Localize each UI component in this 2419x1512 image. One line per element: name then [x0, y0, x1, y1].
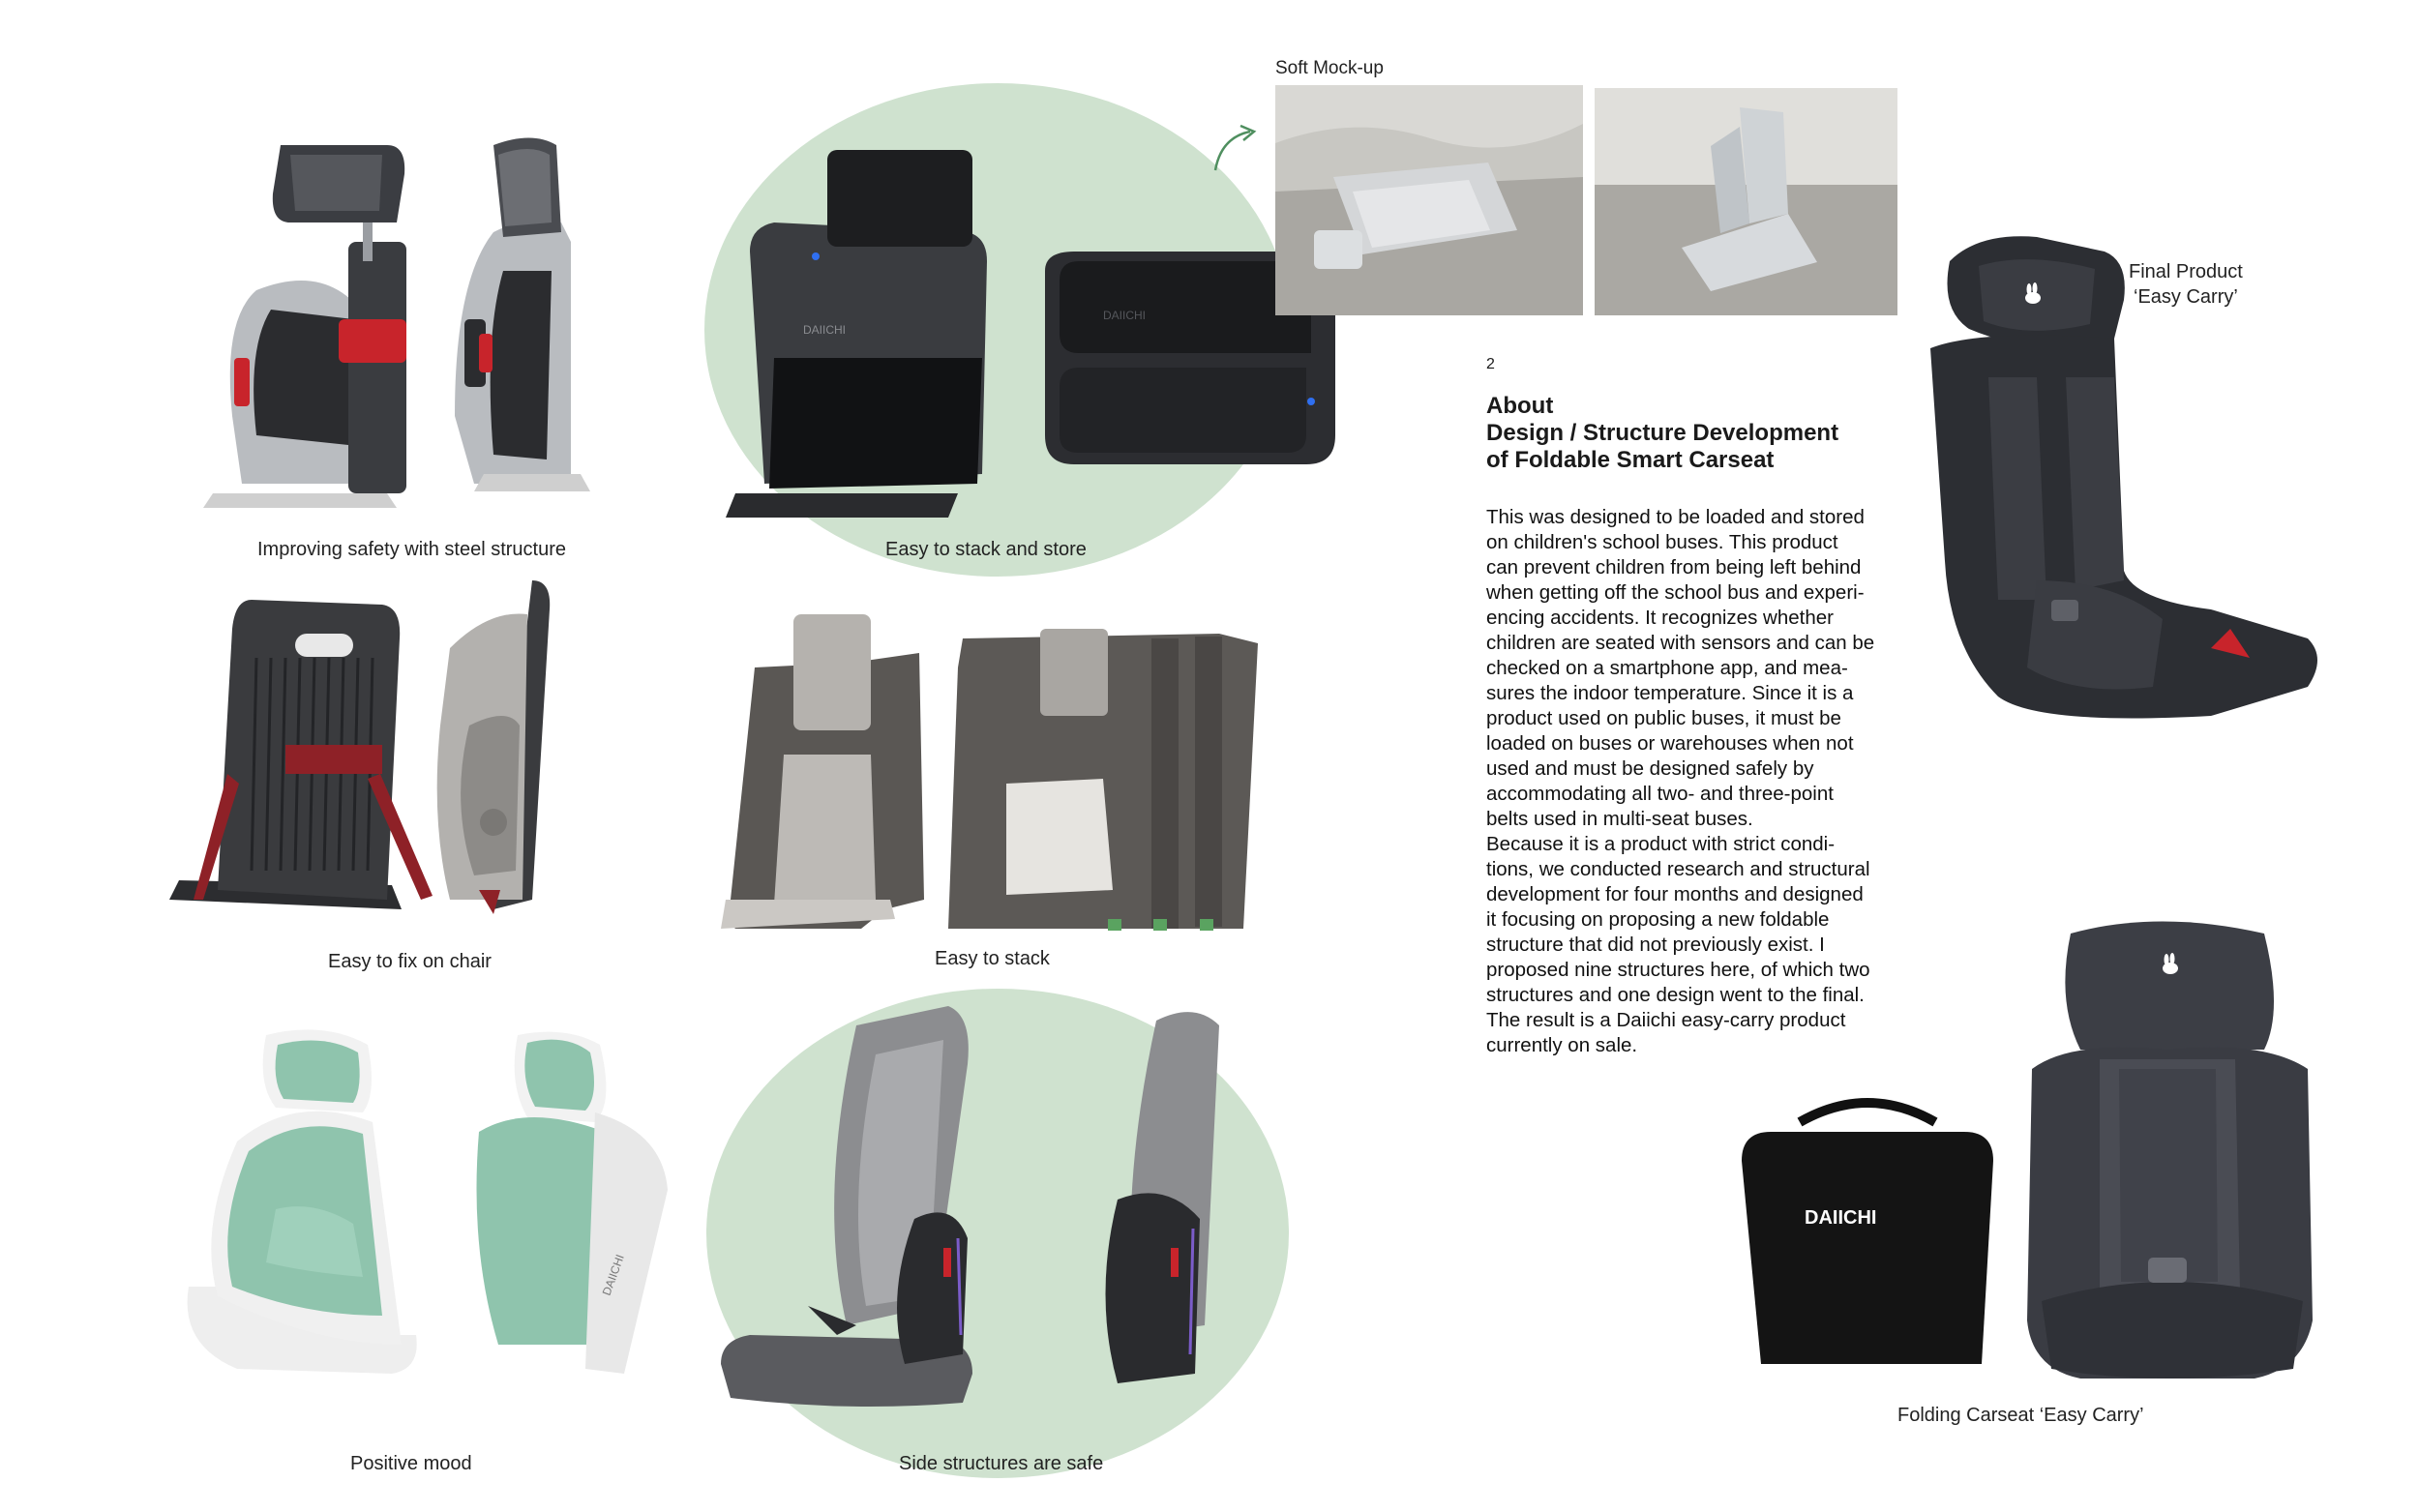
caption-mood: Positive mood: [350, 1453, 472, 1474]
caption-steel: Improving safety with steel structure: [257, 539, 567, 560]
caption-side: Side structures are safe: [899, 1453, 1104, 1474]
bunny-logo-icon: [2020, 282, 2046, 308]
caption-final-product-line-1: Final Product: [2129, 261, 2243, 282]
body-line: development for four months and designed: [1486, 883, 1864, 905]
body-line: product used on public buses, it must be: [1486, 707, 1841, 729]
body-line: belts used in multi-seat buses.: [1486, 808, 1753, 830]
body-line: The result is a Daiichi easy-carry produ…: [1486, 1009, 1846, 1031]
body-line: currently on sale.: [1486, 1034, 1638, 1056]
caption-final-product-line-2: ‘Easy Carry’: [2134, 286, 2238, 308]
heading-line: Design / Structure Development: [1486, 420, 1839, 446]
body-line: proposed nine structures here, of which …: [1486, 959, 1870, 981]
bunny-logo-icon: [2158, 953, 2183, 978]
body-line: encing accidents. It recognizes whether: [1486, 607, 1834, 629]
body-line: on children's school buses. This product: [1486, 531, 1838, 553]
render-positive-mood: DAIICHI: [160, 1025, 692, 1383]
render-steel-seats: [164, 126, 668, 532]
caption-fix-chair: Easy to fix on chair: [328, 951, 492, 972]
heading-line: About: [1486, 393, 1554, 419]
brand-mark: DAIICHI: [1103, 309, 1146, 322]
body-line: checked on a smartphone app, and mea-: [1486, 657, 1848, 679]
render-side-structures: [711, 1006, 1253, 1432]
body-line: used and must be designed safely by: [1486, 757, 1814, 780]
render-easy-stack: [716, 609, 1258, 948]
caption-mockup: Soft Mock-up: [1275, 58, 1384, 78]
curved-arrow-icon: [1211, 124, 1260, 174]
page-number: 2: [1486, 356, 1495, 372]
caption-stack: Easy to stack: [935, 948, 1050, 969]
body-line: This was designed to be loaded and store…: [1486, 506, 1865, 528]
body-line: when getting off the school bus and expe…: [1486, 581, 1865, 604]
article-body: This was designed to be loaded and store…: [1486, 505, 1941, 1058]
article-heading: About Design / Structure Development of …: [1486, 393, 1838, 474]
render-stack-store-seats: DAIICHI DAIICHI: [706, 145, 1345, 532]
render-fix-on-chair: [160, 580, 643, 948]
bag-brand-mark: DAIICHI: [1805, 1207, 1876, 1229]
body-line: Because it is a product with strict cond…: [1486, 833, 1836, 855]
body-line: structure that did not previously exist.…: [1486, 934, 1825, 956]
caption-folding: Folding Carseat ‘Easy Carry’: [1897, 1405, 2144, 1426]
body-line: structures and one design went to the fi…: [1486, 984, 1865, 1006]
body-line: children are seated with sensors and can…: [1486, 632, 1875, 654]
body-line: sures the indoor temperature. Since it i…: [1486, 682, 1854, 704]
body-line: loaded on buses or warehouses when not: [1486, 732, 1854, 755]
body-line: accommodating all two- and three-point: [1486, 783, 1834, 805]
heading-line: of Foldable Smart Carseat: [1486, 447, 1775, 473]
body-line: it focusing on proposing a new foldable: [1486, 908, 1830, 931]
mockup-photo-folded: [1275, 85, 1583, 315]
mockup-photo-unfolded: [1595, 88, 1897, 315]
photo-carry-bag: DAIICHI: [1732, 1093, 2003, 1374]
body-line: tions, we conducted research and structu…: [1486, 858, 1870, 880]
photo-folding-carseat: [2013, 914, 2332, 1393]
photo-final-product: [1921, 232, 2327, 745]
brand-mark: DAIICHI: [803, 323, 846, 337]
body-line: can prevent children from being left beh…: [1486, 556, 1862, 578]
caption-stack-store: Easy to stack and store: [885, 539, 1087, 560]
